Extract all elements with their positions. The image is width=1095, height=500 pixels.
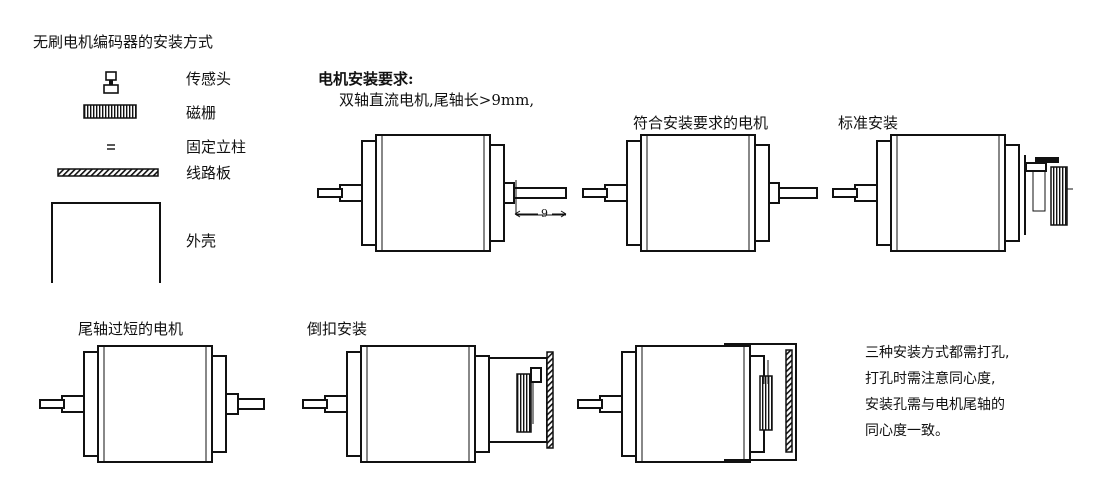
dimension-label: 9 [541,207,548,220]
legend-label-circuit-board: 线路板 [186,164,232,182]
caption-qualified-motor: 符合安装要求的电机 [633,114,769,132]
motor-inverted-install-diagram [302,345,554,463]
requirements-text: 双轴直流电机,尾轴长>9mm, [339,91,535,109]
page-title: 无刷电机编码器的安装方式 [33,33,214,51]
motor-inverted-housed-diagram [577,343,797,463]
legend-label-magnetic-grid: 磁栅 [186,104,217,122]
legend-label-sensor-head: 传感头 [186,70,232,88]
magnetic-grid-icon [83,104,137,119]
motor-standard-install-diagram [832,134,1073,252]
caption-inverted-install: 倒扣安装 [307,320,368,338]
note-line: 同心度一致。 [865,423,949,439]
motor-qualified-diagram [317,134,567,252]
housing-icon [51,202,161,283]
legend-label-housing: 外壳 [186,232,217,250]
fixed-post-icon [107,144,115,150]
circuit-board-icon [57,168,159,177]
sensor-head-icon [103,71,119,94]
caption-short-tail-motor: 尾轴过短的电机 [78,320,184,338]
install-notes: 三种安装方式都需打孔, 打孔时需注意同心度, 安装孔需与电机尾轴的 同心度一致。 [865,340,1009,444]
motor-short-tail-diagram [39,345,265,463]
motor-plain-diagram [582,134,818,252]
note-line: 三种安装方式都需打孔, [865,345,1010,361]
legend-label-fixed-post: 固定立柱 [186,138,247,156]
requirements-heading: 电机安装要求: [318,70,414,88]
note-line: 打孔时需注意同心度, [865,371,996,387]
caption-standard-install: 标准安装 [838,114,899,132]
dimension-arrow [514,210,567,218]
note-line: 安装孔需与电机尾轴的 [865,397,1005,413]
